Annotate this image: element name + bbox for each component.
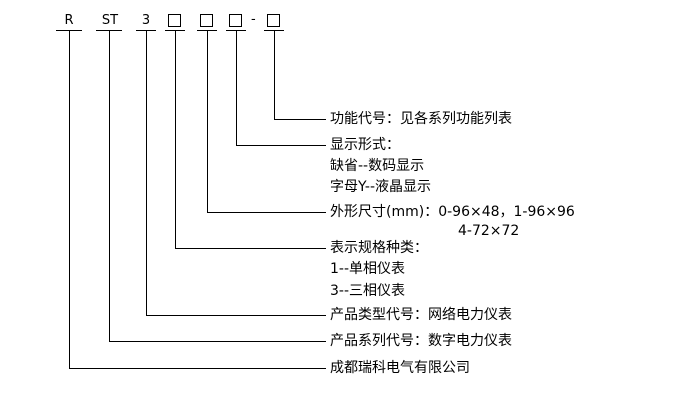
desc-function: 功能代号：见各系列功能列表 xyxy=(330,111,512,127)
desc-size-line2: 4-72×72 xyxy=(458,223,520,239)
code-box-display xyxy=(229,14,242,27)
desc-spec-opt2: 3--三相仪表 xyxy=(330,283,406,299)
leader-company xyxy=(69,30,326,369)
code-box-size xyxy=(200,14,213,27)
code-r: R xyxy=(64,13,74,28)
leader-spec xyxy=(175,30,326,249)
desc-display-opt1: 缺省--数码显示 xyxy=(330,158,425,174)
desc-display-opt2: 字母Y--液晶显示 xyxy=(330,179,431,195)
leader-product-series xyxy=(109,30,326,342)
desc-spec-opt1: 1--单相仪表 xyxy=(330,261,406,277)
desc-spec-title: 表示规格种类： xyxy=(330,240,428,256)
code-dash: - xyxy=(251,12,256,27)
code-3: 3 xyxy=(141,13,151,28)
leader-size xyxy=(207,30,326,213)
desc-product-type: 产品类型代号：网络电力仪表 xyxy=(330,307,512,323)
leader-display xyxy=(236,30,326,146)
code-st: ST xyxy=(101,13,119,28)
desc-size-title: 外形尺寸(mm)：0-96×48，1-96×96 xyxy=(330,204,575,220)
leader-product-type xyxy=(146,30,326,316)
desc-display-title: 显示形式： xyxy=(330,137,400,153)
code-box-function xyxy=(267,14,280,27)
desc-company: 成都瑞科电气有限公司 xyxy=(330,360,470,376)
code-box-spec xyxy=(168,14,181,27)
leader-function xyxy=(274,30,326,120)
desc-product-series: 产品系列代号：数字电力仪表 xyxy=(330,333,512,349)
